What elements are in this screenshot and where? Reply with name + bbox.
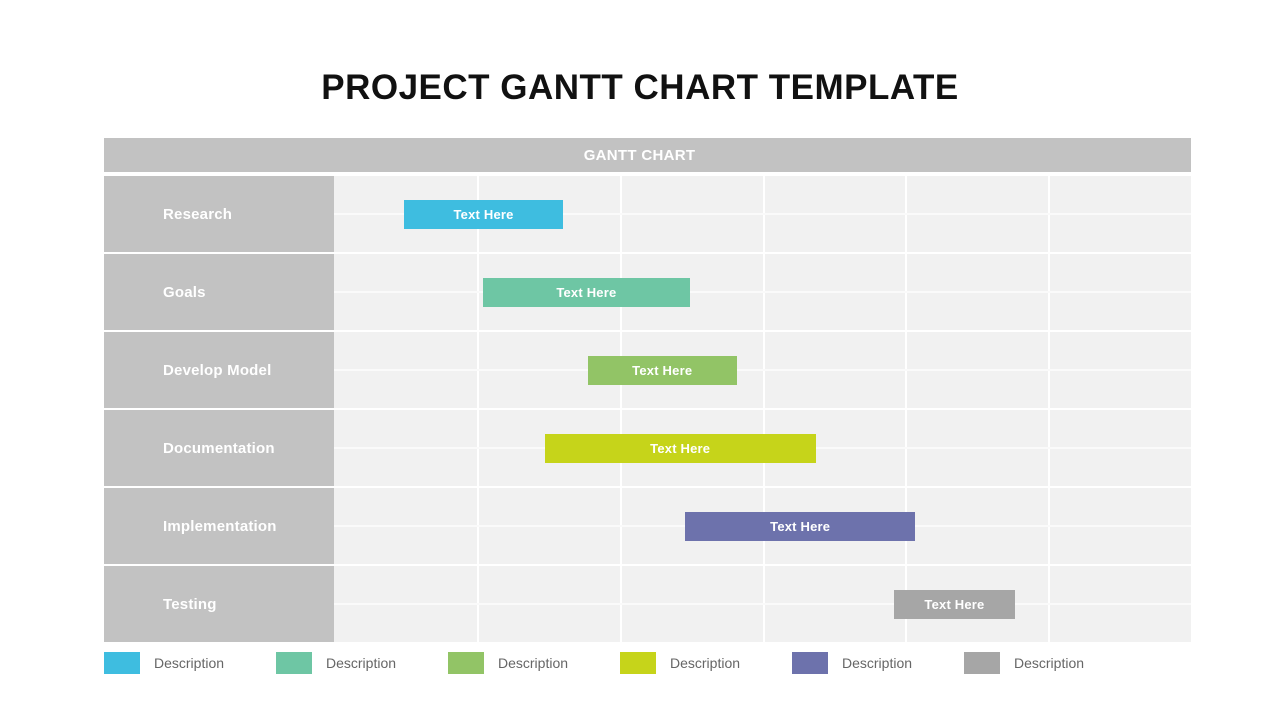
chart-header-bar: GANTT CHART [104,138,1191,172]
gantt-bar-implementation[interactable]: Text Here [685,512,916,541]
gantt-row: Develop Model Text Here [104,332,1191,408]
gantt-row: Testing Text Here [104,566,1191,642]
legend-label: Description [842,655,913,671]
gantt-row: Research Text Here [104,176,1191,252]
gantt-bar-research[interactable]: Text Here [404,200,563,229]
chart-header-label: GANTT CHART [583,146,696,164]
gantt-row-label-documentation: Documentation [104,410,334,486]
legend-item[interactable]: Description [792,652,964,674]
legend-label: Description [670,655,741,671]
gantt-row-track: Text Here [334,254,1191,330]
gantt-row: Implementation Text Here [104,488,1191,564]
grid-row-line [334,291,1191,293]
gantt-row-label-develop-model: Develop Model [104,332,334,408]
gantt-bar-develop-model[interactable]: Text Here [587,356,737,385]
legend-label: Description [154,655,225,671]
gantt-row-track: Text Here [334,176,1191,252]
legend-item[interactable]: Description [964,652,1136,674]
legend-color-swatch [964,652,1000,674]
legend-item[interactable]: Description [620,652,792,674]
legend-item[interactable]: Description [276,652,448,674]
gantt-bar-testing[interactable]: Text Here [893,590,1016,619]
gantt-row-track: Text Here [334,488,1191,564]
gantt-row: Goals Text Here [104,254,1191,330]
legend-color-swatch [448,652,484,674]
gantt-row-track: Text Here [334,410,1191,486]
gantt-row-label-research: Research [104,176,334,252]
legend-color-swatch [276,652,312,674]
chart-legend: Description Description Description Descrip… [104,652,1194,674]
legend-label: Description [326,655,397,671]
page-title: PROJECT GANTT CHART TEMPLATE [321,68,959,107]
legend-color-swatch [104,652,140,674]
grid-row-line [334,603,1191,605]
grid-row-line [334,213,1191,215]
grid-row-line [334,369,1191,371]
legend-color-swatch [620,652,656,674]
legend-item[interactable]: Description [448,652,620,674]
gantt-row: Documentation Text Here [104,410,1191,486]
gantt-row-track: Text Here [334,332,1191,408]
gantt-row-label-implementation: Implementation [104,488,334,564]
legend-label: Description [498,655,569,671]
gantt-row-label-goals: Goals [104,254,334,330]
gantt-row-track: Text Here [334,566,1191,642]
gantt-bar-documentation[interactable]: Text Here [544,434,816,463]
legend-color-swatch [792,652,828,674]
gantt-row-label-testing: Testing [104,566,334,642]
gantt-bar-goals[interactable]: Text Here [483,278,690,307]
legend-label: Description [1014,655,1085,671]
legend-item[interactable]: Description [104,652,276,674]
